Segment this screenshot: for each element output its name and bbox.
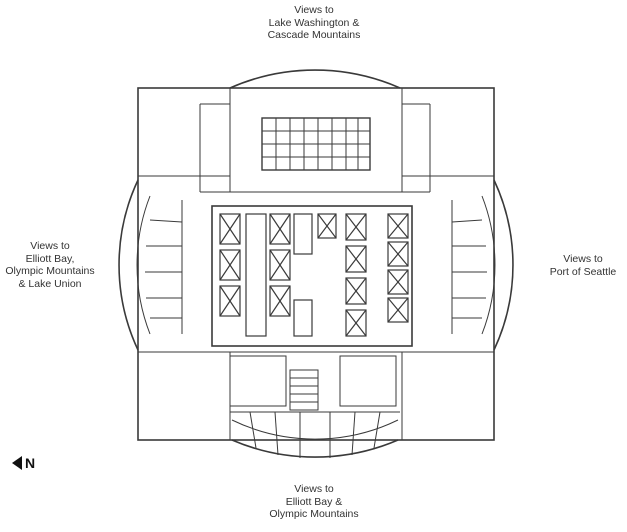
north-arrow-icon (12, 456, 22, 470)
view-label-left-line-1: Views to (30, 240, 70, 252)
view-label-right-line-2: Port of Seattle (549, 265, 617, 278)
view-label-left-line-4: & Lake Union (18, 277, 82, 290)
central-core (211, 205, 413, 347)
view-label-right: Views to Port of Seattle (542, 253, 624, 278)
north-letter: N (25, 455, 36, 471)
north-indicator: N (12, 455, 35, 471)
floor-plate-curve (229, 69, 401, 89)
view-label-left-line-2: Elliott Bay, (25, 252, 75, 265)
view-label-bottom-line-1: Views to (294, 483, 334, 495)
view-label-bottom-line-3: Olympic Mountains (269, 508, 359, 520)
view-label-top-line-3: Cascade Mountains (267, 29, 361, 41)
view-label-left: Views to Elliott Bay, Olympic Mountains … (4, 240, 96, 290)
building-outline (137, 87, 495, 441)
view-label-bottom: Views to Elliott Bay & Olympic Mountains (258, 483, 370, 521)
top-grid-block (261, 117, 371, 171)
view-label-left-line-3: Olympic Mountains (5, 265, 95, 277)
view-label-bottom-line-2: Elliott Bay & (285, 495, 343, 508)
view-label-right-line-1: Views to (563, 253, 603, 265)
view-label-top-line-2: Lake Washington & (268, 16, 360, 29)
view-label-top: Views to Lake Washington & Cascade Mount… (258, 4, 370, 42)
view-label-top-line-1: Views to (294, 4, 334, 16)
lower-rooms (200, 351, 430, 411)
